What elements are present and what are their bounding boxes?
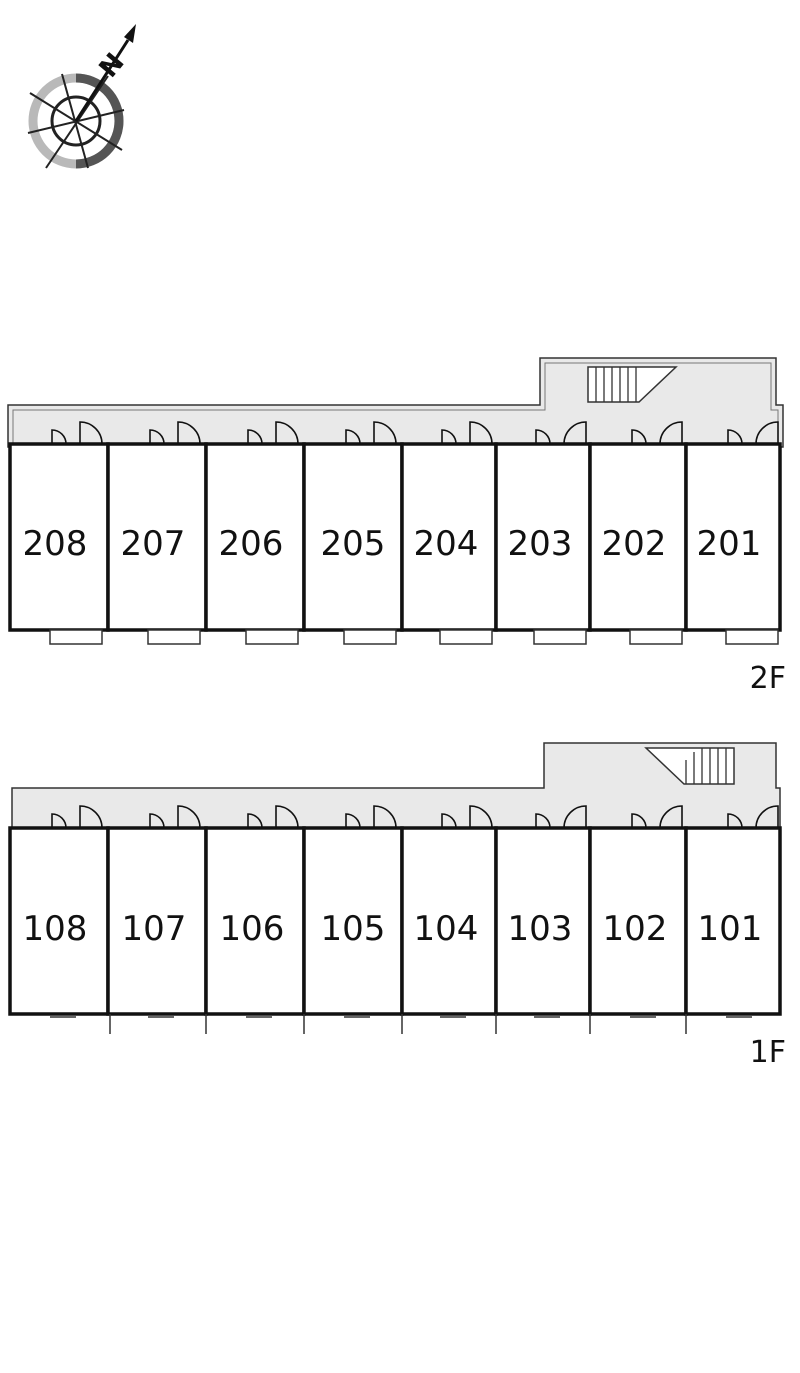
- room-number: 206: [219, 524, 284, 564]
- floor-label-1f: 1F: [750, 1035, 786, 1070]
- room-number: 104: [414, 909, 479, 949]
- room-number: 202: [602, 524, 667, 564]
- room-number: 106: [220, 909, 285, 949]
- room-102: 102: [588, 826, 688, 1016]
- room-number: 105: [321, 909, 386, 949]
- floor-2f-plan: 208 207 206 205 204 203 202 201: [7, 357, 786, 696]
- room-number: 203: [508, 524, 573, 564]
- room-101: 101: [684, 826, 782, 1016]
- room-number: 103: [508, 909, 573, 949]
- rear-windows-1f: [50, 1014, 752, 1034]
- compass-north-label: N: [94, 48, 131, 84]
- staircase-1f: [644, 747, 735, 785]
- staircase-2f: [587, 366, 678, 403]
- floor-label-2f: 2F: [750, 661, 786, 696]
- entrance-doors-2f: [51, 421, 779, 445]
- room-number: 107: [122, 909, 187, 949]
- room-number: 201: [697, 524, 762, 564]
- room-202: 202: [588, 442, 688, 632]
- room-106: 106: [204, 826, 306, 1016]
- room-204: 204: [400, 442, 498, 632]
- room-number: 101: [698, 909, 763, 949]
- room-206: 206: [204, 442, 306, 632]
- room-207: 207: [106, 442, 208, 632]
- floor-1f-plan: 108 107 106 105 104 103 102 101: [8, 742, 786, 1070]
- room-203: 203: [494, 442, 592, 632]
- room-107: 107: [106, 826, 208, 1016]
- room-number: 205: [321, 524, 386, 564]
- balconies-2f: [49, 629, 779, 645]
- room-103: 103: [494, 826, 592, 1016]
- room-208: 208: [8, 442, 110, 632]
- room-number: 102: [603, 909, 668, 949]
- room-number: 207: [121, 524, 186, 564]
- room-205: 205: [302, 442, 404, 632]
- room-105: 105: [302, 826, 404, 1016]
- room-number: 108: [23, 909, 88, 949]
- room-number: 204: [414, 524, 479, 564]
- room-201: 201: [684, 442, 782, 632]
- north-arrow-compass-icon: N: [27, 24, 136, 169]
- entrance-doors-1f: [51, 805, 779, 829]
- room-number: 208: [23, 524, 88, 564]
- room-108: 108: [8, 826, 110, 1016]
- room-104: 104: [400, 826, 498, 1016]
